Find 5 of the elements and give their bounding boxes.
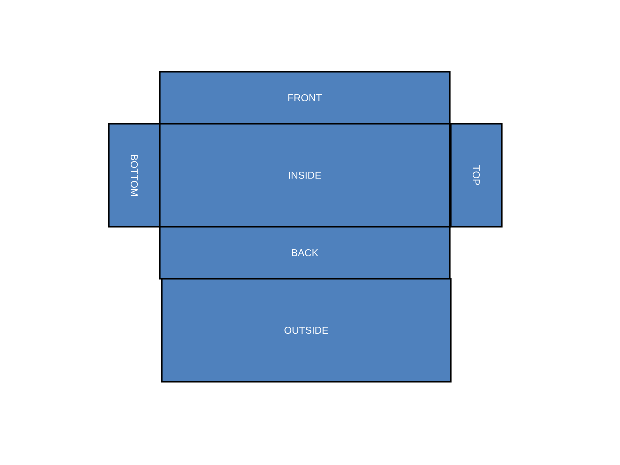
panel-box: OUTSIDE [161,278,452,383]
panel-box: BOTTOM [108,123,161,228]
panel-box: FRONT [159,71,451,125]
panel-box: TOP [450,123,503,228]
panel-box: BACK [159,226,451,280]
